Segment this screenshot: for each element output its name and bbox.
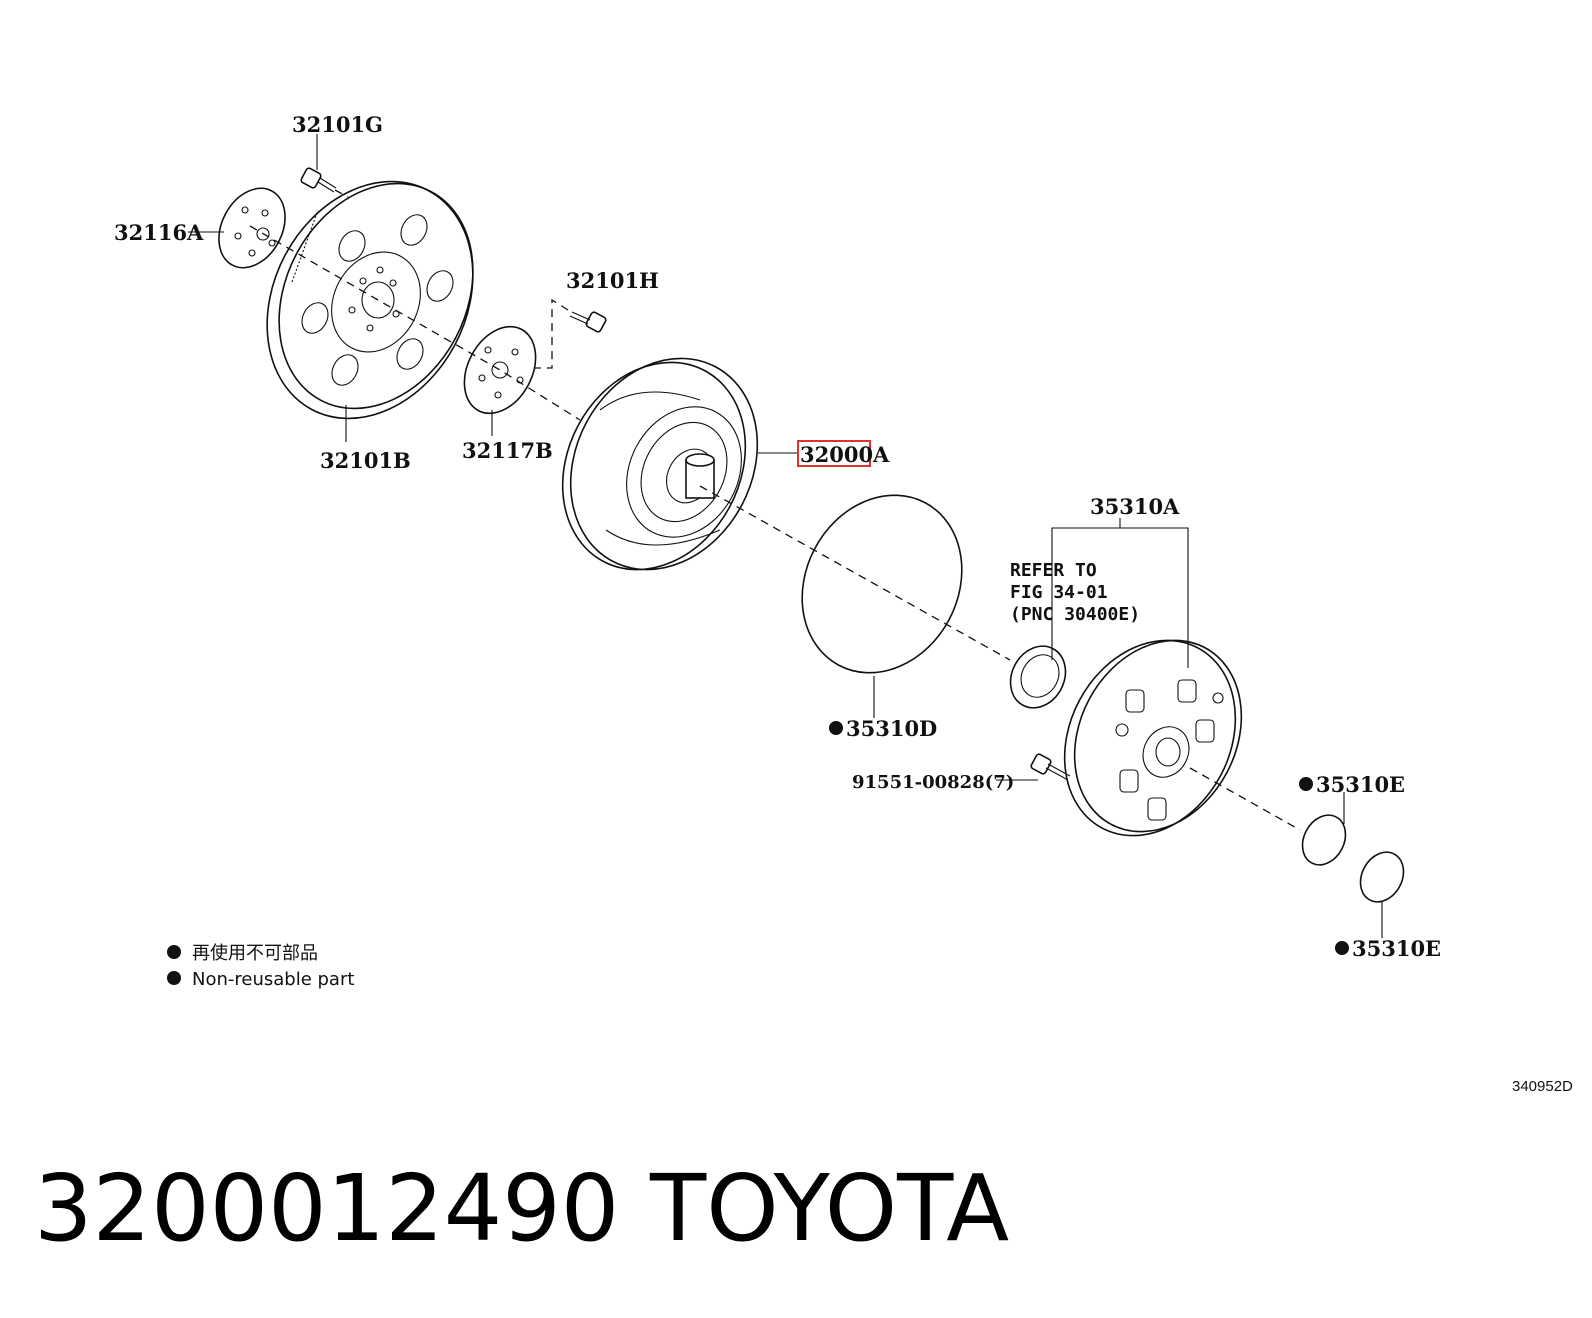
- label-35310d: 35310D: [846, 716, 937, 741]
- legend-line-ja: 再使用不可部品: [192, 943, 318, 964]
- highlight-box-32000a: [797, 440, 871, 467]
- bolt-32101h-illustration: [569, 311, 607, 333]
- label-32117b: 32117B: [462, 438, 553, 463]
- non-reusable-dot-35310e-lower: [1335, 941, 1349, 955]
- label-32101b: 32101B: [320, 448, 411, 473]
- ring-35310e-upper-illustration: [1301, 814, 1347, 866]
- torque-converter-illustration: [561, 357, 759, 571]
- non-reusable-dot-35310e-upper: [1299, 777, 1313, 791]
- label-91551: 91551-00828(7): [852, 772, 1014, 793]
- bolt-32101h-guide: [535, 298, 569, 369]
- refer-note-line2: FIG 34-01: [1010, 582, 1108, 603]
- label-32000a: 32000A: [800, 442, 890, 467]
- o-ring-35310d-illustration: [801, 494, 963, 674]
- plate-32117b-illustration: [463, 325, 537, 415]
- oil-seal-illustration: [1009, 645, 1067, 709]
- assembly-centerline-3: [1189, 767, 1301, 831]
- refer-note-line1: REFER TO: [1010, 560, 1097, 581]
- legend-dot-2: [167, 971, 181, 985]
- refer-note-line3: (PNC 30400E): [1010, 604, 1140, 625]
- label-35310e-upper: 35310E: [1316, 772, 1405, 797]
- label-32116a: 32116A: [114, 220, 204, 245]
- bolt-32101g-guide: [334, 189, 349, 198]
- bolt-91551-illustration: [1030, 753, 1071, 781]
- label-32101h: 32101H: [566, 268, 659, 293]
- assembly-centerline-2: [699, 485, 1011, 661]
- oil-pump-illustration: [1063, 639, 1243, 837]
- bracket-35310a: [1051, 518, 1189, 668]
- label-32101g: 32101G: [292, 112, 383, 137]
- legend-line-en: Non-reusable part: [192, 969, 354, 990]
- footer-part-number: 3200012490: [34, 1155, 619, 1262]
- legend: 再使用不可部品 Non-reusable part: [167, 943, 354, 990]
- legend-dot-1: [167, 945, 181, 959]
- ring-35310e-lower-illustration: [1359, 851, 1405, 903]
- assembly-centerline: [249, 225, 581, 421]
- figure-reference: 340952D: [1512, 1078, 1573, 1095]
- footer-brand: TOYOTA: [649, 1155, 1009, 1262]
- bolt-32101g-illustration: [300, 167, 337, 193]
- label-35310e-lower: 35310E: [1352, 936, 1441, 961]
- non-reusable-dot-35310d: [829, 721, 843, 735]
- drive-plate-illustration: [266, 180, 474, 420]
- plate-32116a-illustration: [218, 187, 286, 269]
- label-35310a: 35310A: [1090, 494, 1180, 519]
